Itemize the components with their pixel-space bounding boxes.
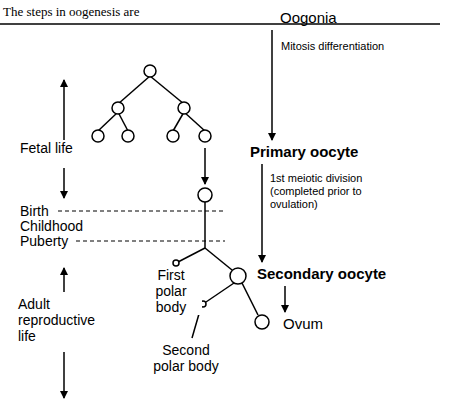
stage-label-box: Primary oocyte <box>240 141 362 163</box>
timeline-label: Second polar body <box>148 342 224 374</box>
stage-name: Secondary oocyte <box>257 265 386 283</box>
stage-arrow <box>271 30 273 140</box>
stage-arrow <box>284 286 286 312</box>
title-rule <box>0 23 440 25</box>
stage-name: Primary oocyte <box>250 143 358 161</box>
cell-tree <box>92 65 269 338</box>
timeline-label: First polar body <box>140 267 202 315</box>
stage-name: Ovum <box>283 315 323 333</box>
stage-name: Oogonia <box>280 9 337 27</box>
stage-label-box: Secondary oocyte <box>247 263 390 285</box>
stage-label-box: Oogonia <box>270 7 341 29</box>
step-label: 1st meiotic division (completed prior to… <box>270 172 382 211</box>
stage-label-box: Ovum <box>273 313 327 335</box>
stage-arrow <box>261 164 263 262</box>
timeline-label: Fetal life <box>20 140 73 156</box>
step-label: Mitosis differentiation <box>281 40 391 53</box>
diagram-title: The steps in oogenesis are <box>3 4 139 20</box>
timeline-label: Adult reproductive life <box>18 296 113 344</box>
timeline-label: Birth <box>20 203 49 219</box>
timeline-label: Childhood <box>20 218 83 234</box>
timeline-label: Puberty <box>20 233 68 249</box>
